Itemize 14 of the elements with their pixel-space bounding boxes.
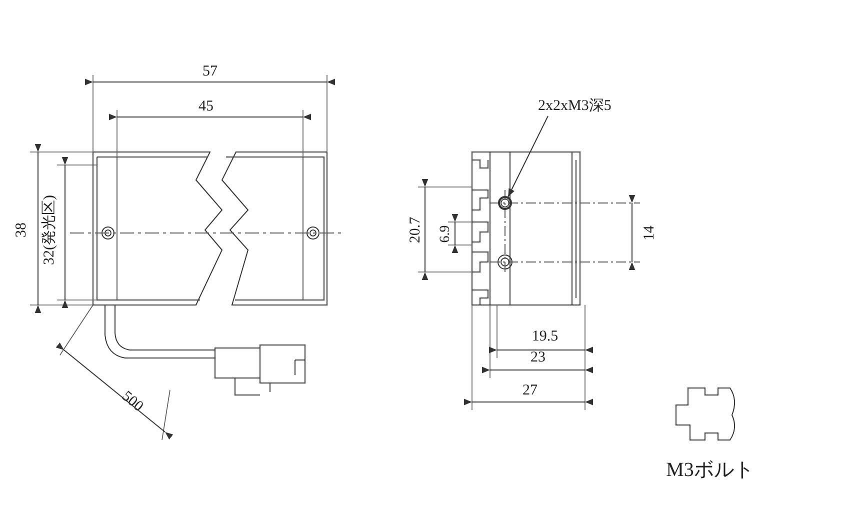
callout-text: 2x2xM3深5: [538, 96, 638, 116]
dimension-label: 19.5: [532, 330, 558, 344]
dimension-label: 6.9: [439, 225, 453, 243]
dimension-label: 27: [522, 384, 538, 398]
dimension-label: 14: [642, 226, 658, 240]
dimension-label: 32(発光区): [42, 195, 58, 265]
dimension-label: M3ボルト: [666, 460, 754, 480]
dimension-label: 45: [198, 100, 214, 114]
dimension-label: 20.7: [408, 216, 424, 244]
dimension-label: 500: [118, 389, 146, 415]
dimension-label: 23: [530, 350, 546, 366]
dimension-label: 57: [202, 64, 218, 80]
dimension-label: 38: [14, 222, 30, 238]
leader-line: [508, 116, 548, 198]
